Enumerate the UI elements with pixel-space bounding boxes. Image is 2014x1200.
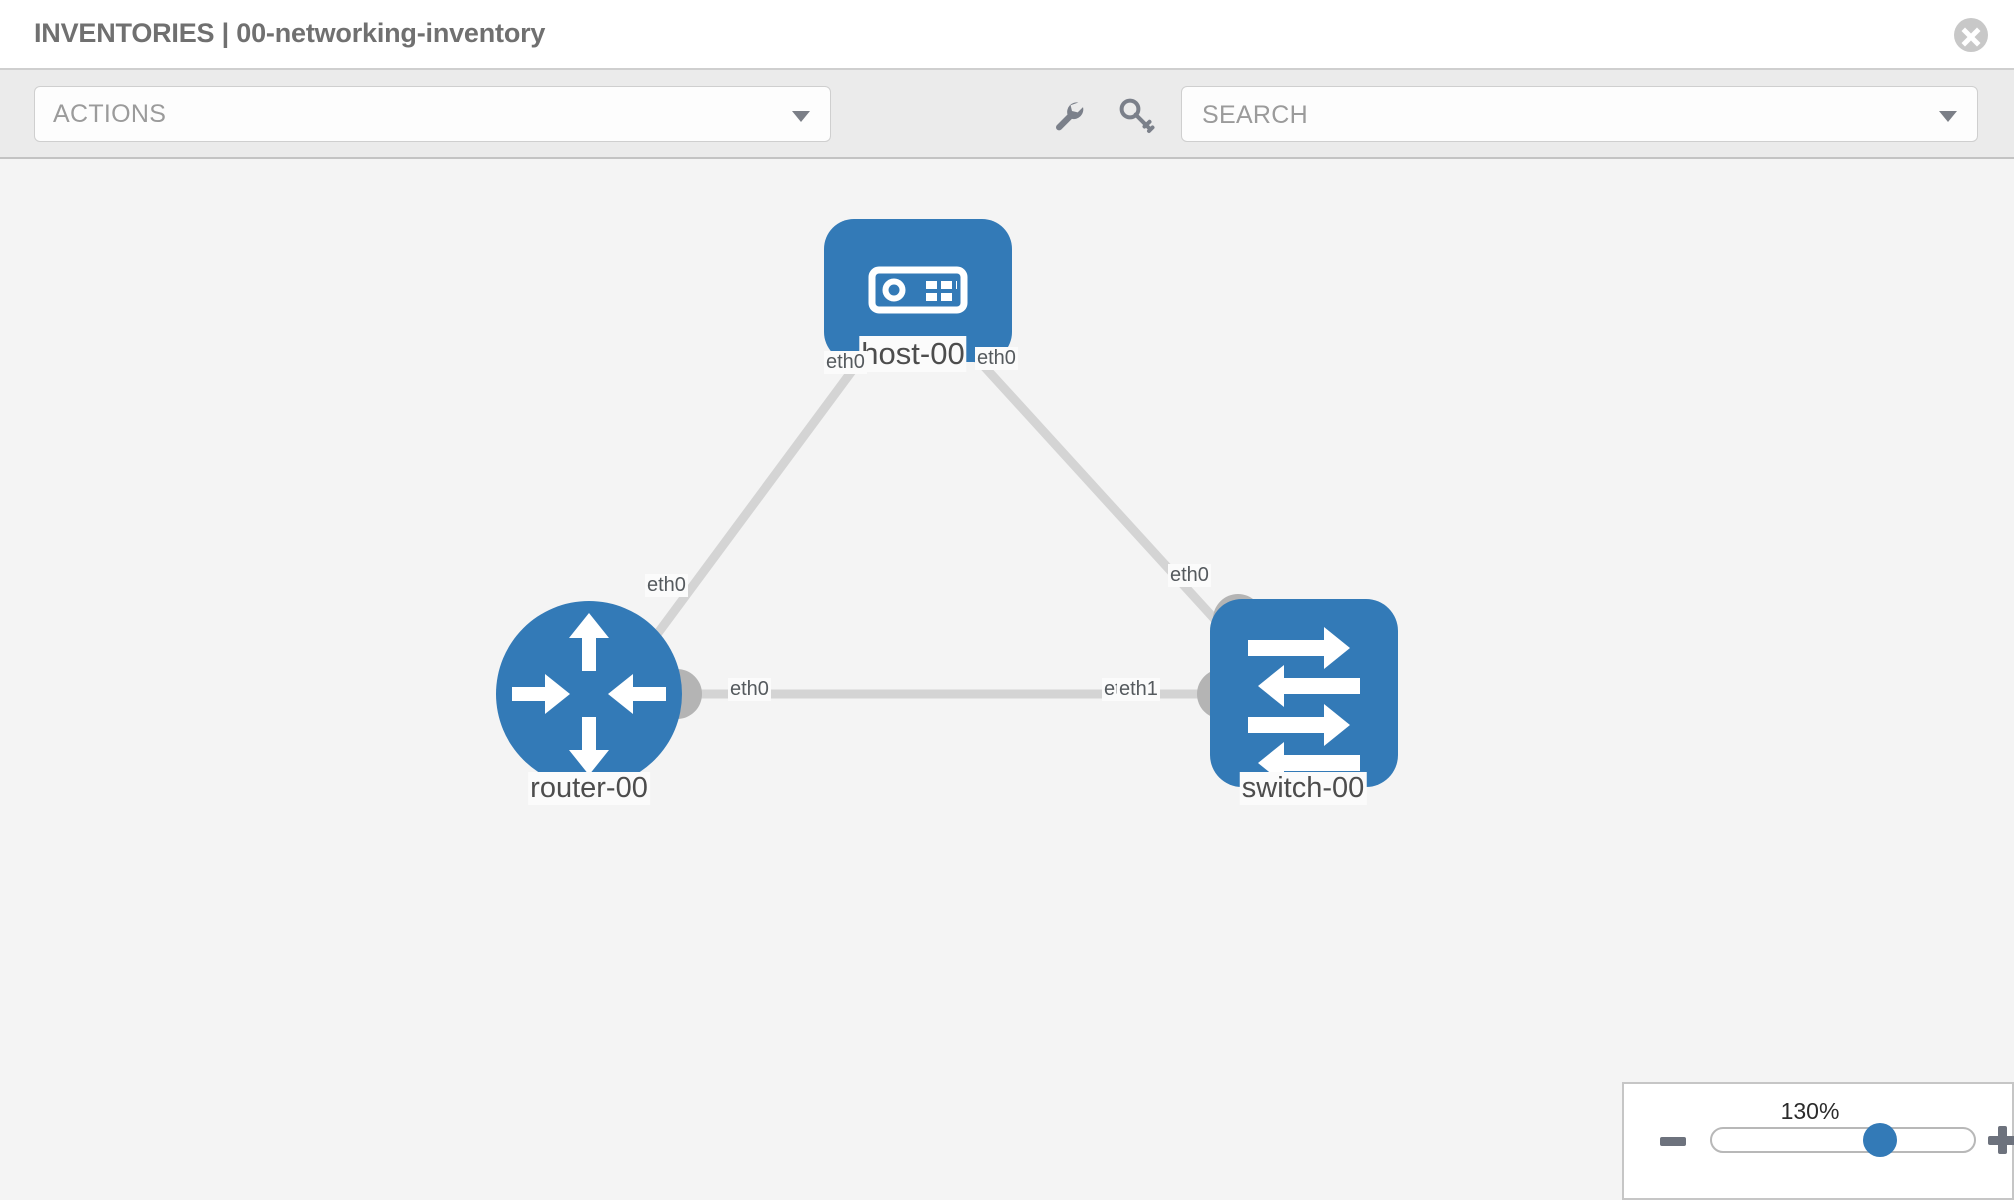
edge-label-router-right: eth0 [728,678,771,701]
zoom-slider[interactable] [1710,1123,1976,1157]
edge-label-switch-left: eth1 [1117,678,1160,701]
topology-graph[interactable] [0,159,2014,1200]
actions-dropdown-label: ACTIONS [53,100,167,128]
actions-dropdown[interactable]: ACTIONS [34,86,831,142]
node-router-00[interactable] [496,601,682,787]
plus-icon-vertical [1998,1126,2007,1154]
link-host-switch[interactable] [946,325,1255,663]
page-title: INVENTORIES | 00-networking-inventory [34,18,546,48]
node-switch-00[interactable] [1210,599,1398,787]
wrench-icon[interactable] [1049,96,1087,134]
zoom-level-label: 130% [1780,1098,1840,1124]
search-field[interactable] [1181,86,1978,143]
node-label-router-00: router-00 [528,772,650,805]
zoom-out-button[interactable] [1660,1137,1686,1146]
topology-canvas[interactable]: host-00 router-00 switch-00 eth0 eth0 et… [0,159,2014,1200]
chevron-down-icon [792,111,810,122]
app-header: INVENTORIES | 00-networking-inventory [0,0,2014,68]
key-icon[interactable] [1117,96,1155,134]
node-host-00[interactable] [824,219,1012,362]
close-icon[interactable] [1954,18,1988,52]
edge-label-host-right: eth0 [975,347,1018,370]
edge-label-router-upper: eth0 [645,574,688,597]
link-host-router[interactable] [637,326,887,659]
node-label-switch-00: switch-00 [1239,772,1367,805]
toolbar: ACTIONS [0,68,2014,159]
zoom-in-button[interactable] [1988,1126,2014,1154]
edge-label-host-left: eth0 [824,351,867,374]
node-label-host-00: host-00 [859,336,967,372]
edge-label-switch-upper: eth0 [1168,564,1211,587]
topology-links [637,325,1255,699]
zoom-slider-thumb[interactable] [1863,1123,1897,1157]
zoom-control-panel: 130% [1622,1082,2014,1200]
chevron-down-icon[interactable] [1939,111,1957,122]
search-input[interactable] [1200,87,1904,143]
